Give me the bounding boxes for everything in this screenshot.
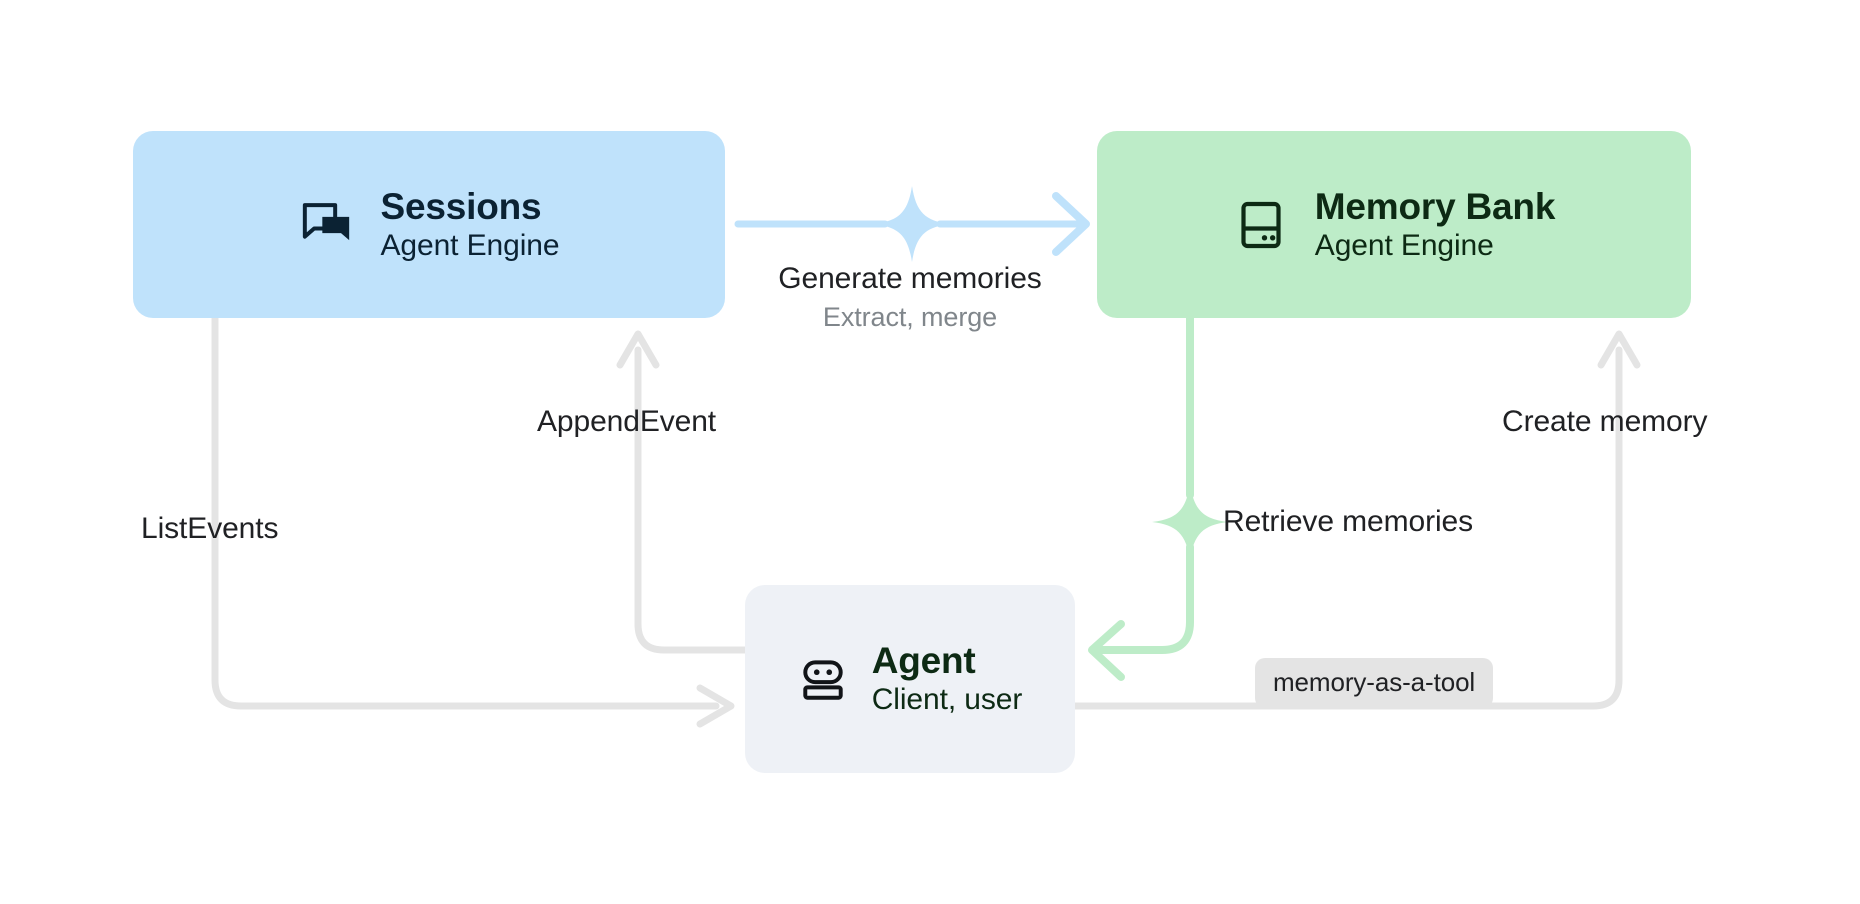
node-agent-labels: Agent Client, user bbox=[872, 640, 1023, 718]
database-storage-icon bbox=[1233, 197, 1289, 253]
edge-label-generate-memories-text: Generate memories bbox=[778, 262, 1042, 295]
edge-label-append-event: AppendEvent bbox=[537, 405, 717, 438]
sparkle-icon bbox=[1152, 484, 1228, 560]
edge-label-retrieve-memories: Retrieve memories bbox=[1223, 505, 1474, 538]
sparkle-icon bbox=[874, 186, 950, 262]
node-agent-subtitle: Client, user bbox=[871, 683, 1023, 717]
edge-generate-memories bbox=[734, 186, 1090, 262]
node-memory-bank[interactable]: Memory Bank Agent Engine bbox=[1097, 131, 1691, 318]
node-sessions-title: Sessions bbox=[380, 185, 542, 227]
edge-append-event bbox=[616, 330, 749, 654]
edge-label-generate-memories: Generate memories Extract, merge bbox=[770, 262, 1050, 333]
edge-label-generate-memories-sub: Extract, merge bbox=[822, 302, 998, 332]
edge-label-list-events: ListEvents bbox=[141, 512, 279, 545]
edge-label-create-memory: Create memory bbox=[1502, 405, 1708, 438]
node-agent-title: Agent bbox=[871, 640, 976, 682]
chip-memory-as-a-tool: memory-as-a-tool bbox=[1255, 658, 1494, 708]
node-memory-bank-subtitle: Agent Engine bbox=[1314, 228, 1494, 262]
node-memory-bank-title: Memory Bank bbox=[1314, 185, 1556, 227]
node-sessions-labels: Sessions Agent Engine bbox=[381, 186, 560, 264]
chat-bubbles-icon bbox=[299, 197, 355, 253]
node-memory-bank-labels: Memory Bank Agent Engine bbox=[1314, 185, 1556, 264]
edge-retrieve-memories bbox=[1088, 314, 1228, 681]
edge-list-events bbox=[211, 314, 735, 728]
robot-icon bbox=[798, 654, 848, 704]
node-agent[interactable]: Agent Client, user bbox=[745, 585, 1075, 773]
node-sessions[interactable]: Sessions Agent Engine bbox=[133, 131, 725, 318]
node-sessions-subtitle: Agent Engine bbox=[380, 228, 560, 262]
